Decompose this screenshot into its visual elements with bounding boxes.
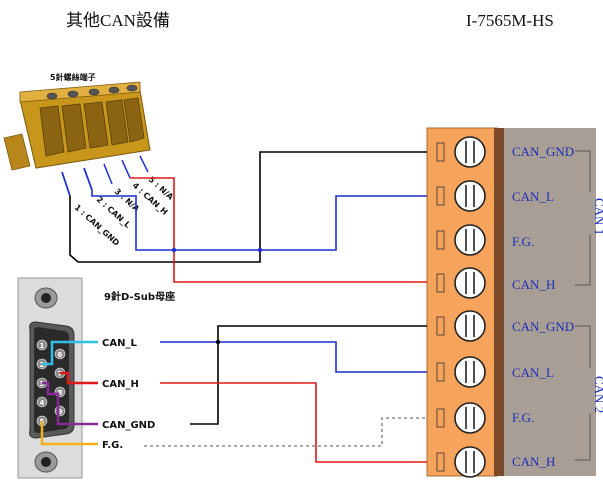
terminal-slot-2	[436, 186, 445, 206]
wire-can1-h	[130, 177, 427, 283]
term-label-2: CAN_L	[512, 189, 554, 204]
terminal-screw-2	[454, 180, 486, 212]
dsub-pin-1: 1	[40, 342, 45, 350]
term-label-1: CAN_GND	[512, 144, 574, 159]
term-label-6: CAN_L	[512, 365, 554, 380]
terminal-slot-6	[436, 362, 445, 382]
term-label-5: CAN_GND	[512, 319, 574, 334]
term-label-3: F.G.	[512, 234, 534, 249]
dsub-can-h: CAN_H	[102, 379, 139, 390]
terminal-title: 5針螺絲端子	[50, 72, 96, 82]
dsub-pin-4: 4	[40, 399, 45, 407]
terminal-slot-4	[436, 273, 445, 293]
terminal-screw-1	[454, 136, 486, 168]
dsub-title: 9針D-Sub母座	[104, 290, 175, 303]
dsub-pin-9: 9	[58, 408, 63, 416]
term-label-4: CAN_H	[512, 277, 555, 292]
terminal-screw-5	[454, 310, 486, 342]
dsub-can-gnd: CAN_GND	[102, 420, 155, 431]
terminal-slot-5	[436, 316, 445, 336]
dsub-pin-8: 8	[58, 389, 63, 397]
terminal-screw-3	[454, 224, 486, 256]
dsub-pin-6: 6	[58, 351, 63, 359]
terminal-slot-8	[436, 452, 445, 472]
right-title: I-7565M-HS	[466, 11, 554, 30]
wire-can2-gnd	[190, 325, 427, 425]
wire-can1-l	[91, 190, 427, 251]
terminal-slot-7	[436, 408, 445, 428]
term-label-7: F.G.	[512, 410, 534, 425]
left-title: 其他CAN設備	[66, 11, 170, 30]
terminal-slot-1	[436, 142, 445, 162]
group-can1-label: CAN 1	[592, 198, 603, 235]
terminal-slot-3	[436, 230, 445, 250]
group-can2-label: CAN 2	[592, 376, 603, 413]
terminal-screw-8	[454, 446, 486, 478]
wire-can2-h	[160, 382, 427, 463]
terminal-screw-6	[454, 356, 486, 388]
dsub-fg: F.G.	[102, 440, 123, 451]
device-terminal-block	[426, 127, 596, 478]
wire-can2-fg	[144, 417, 427, 447]
dsub-can-l: CAN_L	[102, 338, 137, 349]
terminal-screw-4	[454, 267, 486, 299]
five-pin-terminal: 5針螺絲端子	[3, 72, 176, 248]
wire-can1-gnd	[69, 151, 427, 263]
terminal-labels: CAN_GND CAN_L F.G. CAN_H CAN_GND CAN_L F…	[512, 144, 574, 469]
dsub-connector: 1 2 3 4 5 6 7 8 9 9針D-Sub母座	[17, 277, 175, 479]
terminal-screw-7	[454, 402, 486, 434]
wire-can2-l	[160, 341, 427, 373]
term-label-8: CAN_H	[512, 454, 555, 469]
